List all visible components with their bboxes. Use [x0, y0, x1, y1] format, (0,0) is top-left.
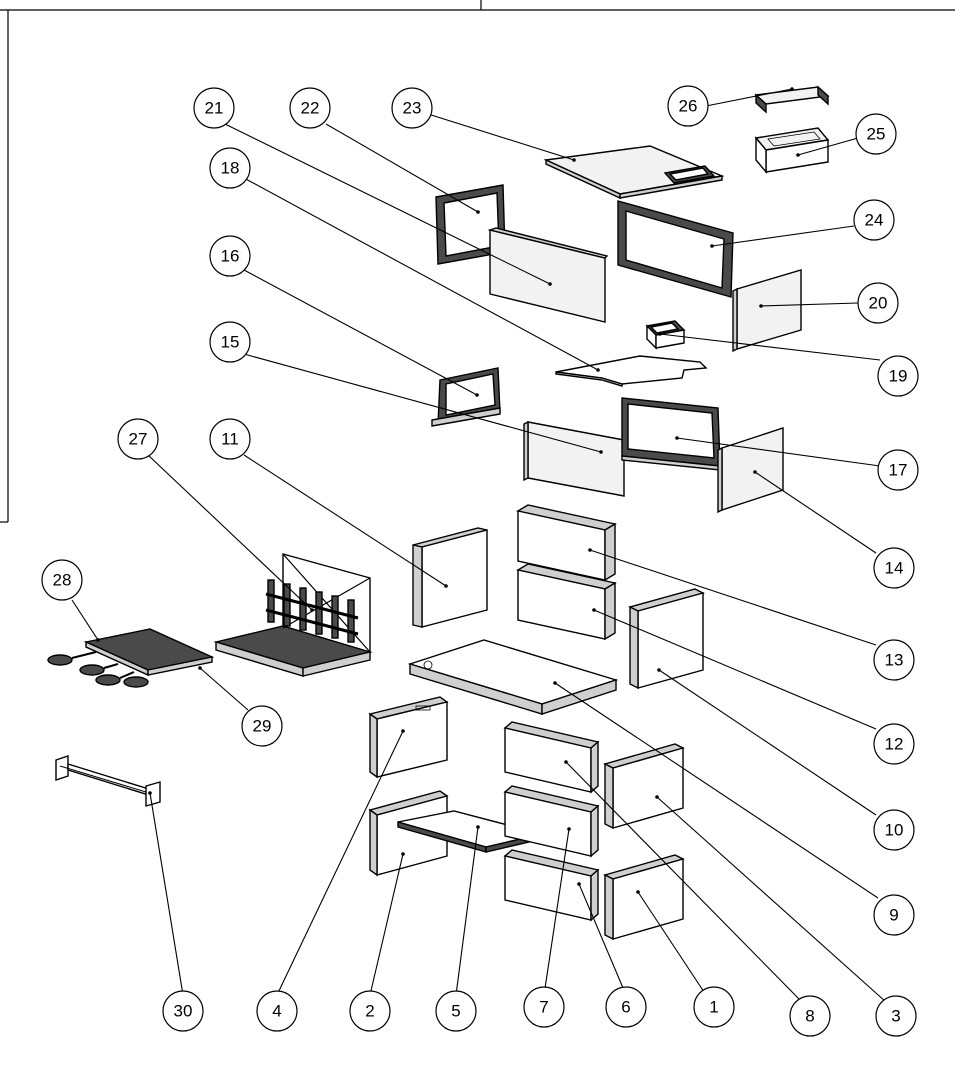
- callout-28-label: 28: [53, 571, 72, 590]
- callout-2: 2: [349, 990, 391, 1032]
- callout-27-label: 27: [129, 430, 148, 449]
- part-30-tool: [55, 755, 161, 807]
- part-3-brick: [603, 743, 685, 830]
- callout-26: 26: [667, 85, 709, 127]
- callout-5-label: 5: [451, 1002, 460, 1021]
- callout-4-label: 4: [272, 1002, 281, 1021]
- part-23-top-panel: [543, 145, 725, 200]
- callout-10: 10: [873, 809, 915, 851]
- part-18-plate: [555, 355, 708, 387]
- callout-13: 13: [873, 639, 915, 681]
- callout-26-label: 26: [679, 97, 698, 116]
- callout-7: 7: [523, 986, 565, 1028]
- callout-24: 24: [853, 199, 895, 241]
- part-9-hearth-slab: [407, 639, 619, 715]
- callout-23: 23: [391, 87, 433, 129]
- callout-4: 4: [256, 990, 298, 1032]
- part-14-side-panel: [717, 427, 784, 514]
- part-11-brick: [412, 527, 488, 628]
- callout-9: 9: [873, 894, 915, 936]
- callout-20-label: 20: [869, 294, 888, 313]
- callout-6: 6: [605, 986, 647, 1028]
- parts: [47, 85, 830, 941]
- callout-9-label: 9: [889, 906, 898, 925]
- part-10-brick: [628, 588, 705, 690]
- callout-17: 17: [877, 449, 919, 491]
- part-8-brick: [503, 721, 600, 794]
- callout-1: 1: [693, 986, 735, 1028]
- callout-8: 8: [789, 995, 831, 1037]
- part-6-brick: [503, 849, 600, 922]
- callout-12-label: 12: [885, 735, 904, 754]
- callout-22-label: 22: [301, 99, 320, 118]
- part-15-panel: [523, 420, 625, 497]
- part-19-box: [645, 320, 686, 350]
- callout-6-label: 6: [621, 998, 630, 1017]
- part-2-brick: [368, 790, 449, 877]
- callout-19-label: 19: [889, 367, 908, 386]
- part-28-ash-pan: [47, 628, 215, 688]
- part-27-grate-assembly: [213, 553, 373, 677]
- callout-30: 30: [162, 990, 204, 1032]
- part-24-frame: [617, 200, 734, 298]
- part-4-brick: [368, 696, 449, 779]
- callout-2-label: 2: [365, 1002, 374, 1021]
- part-22-frame: [435, 184, 506, 265]
- callout-3: 3: [875, 995, 917, 1037]
- callout-12: 12: [873, 723, 915, 765]
- callout-3-label: 3: [891, 1007, 900, 1026]
- callout-27: 27: [117, 418, 159, 460]
- callout-14-label: 14: [885, 559, 904, 578]
- callout-18: 18: [209, 147, 251, 189]
- callout-16-label: 16: [221, 247, 240, 266]
- leader-lines: [71, 87, 887, 1003]
- callout-1-label: 1: [709, 998, 718, 1017]
- part-12-brick: [516, 563, 617, 641]
- callout-28: 28: [41, 559, 83, 601]
- callout-25-label: 25: [867, 125, 886, 144]
- part-7-brick: [503, 785, 600, 858]
- callout-15-label: 15: [221, 333, 240, 352]
- callout-19: 19: [877, 355, 919, 397]
- callout-13-label: 13: [885, 651, 904, 670]
- callout-21: 21: [193, 87, 235, 129]
- callout-5: 5: [435, 990, 477, 1032]
- callouts: 21 22 23 26 25 18 24 16 20 15 19 27 11 1…: [41, 85, 919, 1037]
- callout-29: 29: [241, 705, 283, 747]
- callout-24-label: 24: [865, 211, 884, 230]
- callout-16: 16: [209, 235, 251, 277]
- callout-20: 20: [857, 282, 899, 324]
- part-1-brick: [603, 854, 685, 941]
- title-block-border: [0, 0, 955, 523]
- part-26-bracket: [754, 85, 830, 114]
- callout-11: 11: [209, 418, 251, 460]
- part-20-side-panel: [732, 269, 802, 353]
- callout-7-label: 7: [539, 998, 548, 1017]
- part-13-brick: [516, 504, 617, 582]
- callout-17-label: 17: [889, 461, 908, 480]
- callout-25: 25: [855, 113, 897, 155]
- callout-11-label: 11: [221, 430, 239, 449]
- callout-10-label: 10: [885, 821, 904, 840]
- callout-23-label: 23: [403, 99, 422, 118]
- callout-15: 15: [209, 321, 251, 363]
- callout-21-label: 21: [205, 99, 224, 118]
- callout-29-label: 29: [253, 717, 272, 736]
- part-17-frame: [621, 397, 721, 471]
- grate-bars: [265, 579, 359, 643]
- callout-30-label: 30: [174, 1002, 193, 1021]
- ash-pan-handles: [47, 651, 149, 688]
- callout-14: 14: [873, 547, 915, 589]
- callout-8-label: 8: [805, 1007, 814, 1026]
- part-21-panel: [487, 227, 609, 323]
- callout-18-label: 18: [221, 159, 240, 178]
- callout-22: 22: [289, 87, 331, 129]
